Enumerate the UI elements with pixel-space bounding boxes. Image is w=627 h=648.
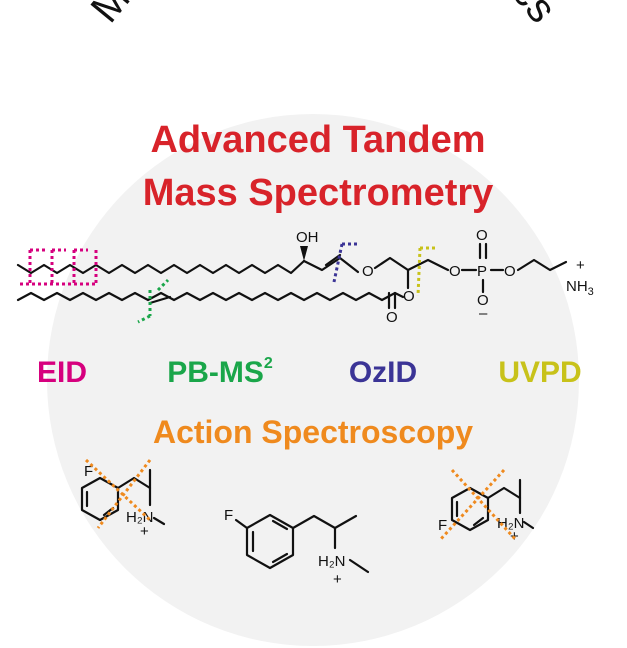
molecule-center: F H₂N + [224,507,370,588]
action-spectroscopy: Action Spectroscopy [153,414,473,450]
headline-line1: Advanced Tandem [150,119,485,161]
svg-text:H₂N: H₂N [497,515,525,532]
amine: NH3 [566,278,594,298]
p-o-bottom: O [477,292,489,309]
svg-text:+: + [333,571,342,588]
svg-text:F: F [84,463,93,480]
p-o-top: O [476,227,488,244]
oh-wedge [300,246,308,261]
ozid-cut-mark [332,242,358,283]
p-o-right: O [504,263,516,280]
svg-text:+: + [140,523,149,540]
carbonyl-o: O [386,309,398,326]
oh-label: OH [296,229,319,246]
technique-ozid: OzID [349,356,417,389]
lipid-structure: OH O O O P O O – O NH3 + O [16,227,594,326]
p-charge: – [479,305,488,322]
pb-cut-mark [137,278,170,324]
p-o-left: O [449,263,461,280]
svg-text:F: F [224,507,233,524]
headline-line2: Mass Spectrometry [143,172,494,214]
molecule-right: F H₂N + [438,468,535,545]
ethanolamine [516,258,568,272]
eid-cut-marks [20,248,98,286]
svg-text:H₂N: H₂N [126,509,154,526]
svg-text:F: F [438,517,447,534]
molecule-left: F H₂N + [80,458,166,540]
amine-charge: + [576,257,585,274]
technique-uvpd: UVPD [498,356,581,389]
technique-pb: PB-MS2 [167,355,273,389]
technique-eid: EID [37,356,87,389]
background-circle [47,114,579,646]
ester-o: O [403,288,415,305]
vinyl-segment [302,256,360,274]
upper-chain [16,259,306,275]
ether-o: O [362,263,374,280]
lower-chain [16,291,405,302]
svg-text:H₂N: H₂N [318,553,346,570]
phosphorus: P [477,263,487,280]
uvpd-cut-mark [416,246,436,297]
arc-title: Metabolomics & Lipidomics [82,0,566,31]
